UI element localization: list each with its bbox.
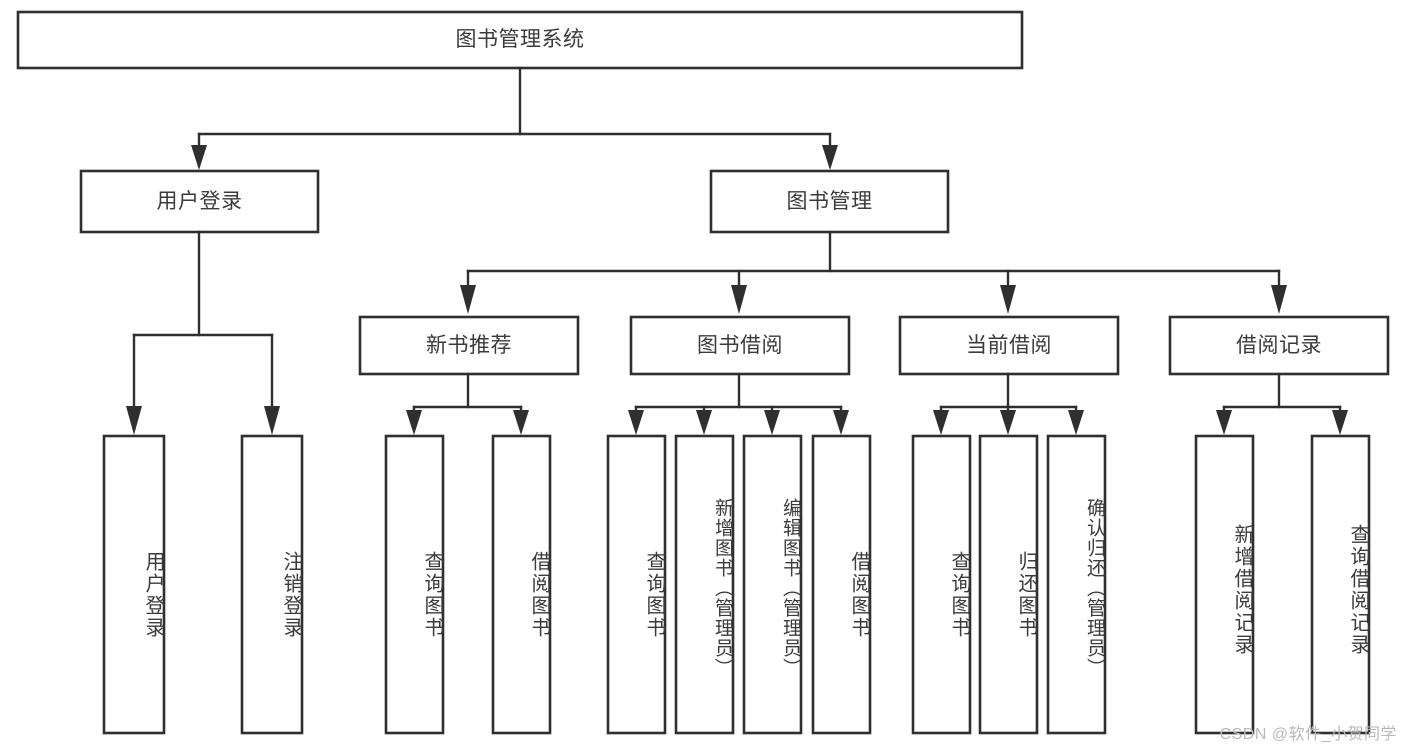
arrow-to-leaf-user-login	[126, 406, 142, 435]
arrow-to-leaf-logout	[264, 406, 280, 435]
node-box-leaf-borrow-book-1[interactable]	[491, 434, 552, 735]
node-box-leaf-query-book-1[interactable]	[384, 434, 445, 735]
arrow-to-leaf-add-record	[1216, 410, 1232, 435]
arrow-to-leaf-query-book-1	[406, 410, 422, 435]
arrow-to-leaf-query-book-2	[628, 410, 644, 435]
node-box-user-login[interactable]	[79, 169, 320, 234]
node-box-leaf-add-record[interactable]	[1194, 434, 1255, 735]
node-box-root[interactable]	[16, 10, 1024, 70]
node-box-leaf-user-login[interactable]	[102, 434, 166, 735]
node-box-new-book-rec[interactable]	[358, 315, 580, 376]
arrow-to-leaf-borrow-book-1	[513, 410, 529, 435]
arrow-to-book-manage	[822, 145, 838, 170]
node-box-leaf-edit-book[interactable]	[742, 434, 803, 735]
arrow-to-leaf-query-record	[1332, 410, 1348, 435]
node-box-current-borrow[interactable]	[898, 315, 1120, 376]
arrow-to-new-book-rec	[460, 285, 476, 314]
node-box-leaf-borrow-book-2[interactable]	[811, 434, 872, 735]
arrow-to-book-borrow	[731, 285, 747, 314]
arrow-to-leaf-query-book-3	[933, 410, 949, 435]
watermark-text: CSDN @软件_小贺同学	[1219, 726, 1397, 743]
node-box-borrow-record[interactable]	[1168, 315, 1390, 376]
node-box-leaf-add-book[interactable]	[674, 434, 735, 735]
node-box-leaf-logout[interactable]	[240, 434, 304, 735]
node-box-leaf-return-book[interactable]	[978, 434, 1039, 735]
arrow-to-leaf-confirm-return	[1068, 410, 1084, 435]
node-box-book-borrow[interactable]	[629, 315, 851, 376]
arrow-to-borrow-record	[1271, 285, 1287, 314]
arrow-to-leaf-add-book	[696, 410, 712, 435]
arrow-to-current-borrow	[1000, 285, 1016, 314]
node-box-leaf-query-book-3[interactable]	[911, 434, 972, 735]
arrow-to-leaf-return-book	[1000, 410, 1016, 435]
node-box-book-manage[interactable]	[709, 169, 950, 234]
arrow-to-user-login	[191, 145, 207, 170]
arrow-to-leaf-edit-book	[764, 410, 780, 435]
node-box-leaf-query-record[interactable]	[1310, 434, 1371, 735]
node-box-leaf-confirm-return[interactable]	[1046, 434, 1107, 735]
node-box-leaf-query-book-2[interactable]	[606, 434, 667, 735]
arrow-to-leaf-borrow-book-2	[833, 410, 849, 435]
